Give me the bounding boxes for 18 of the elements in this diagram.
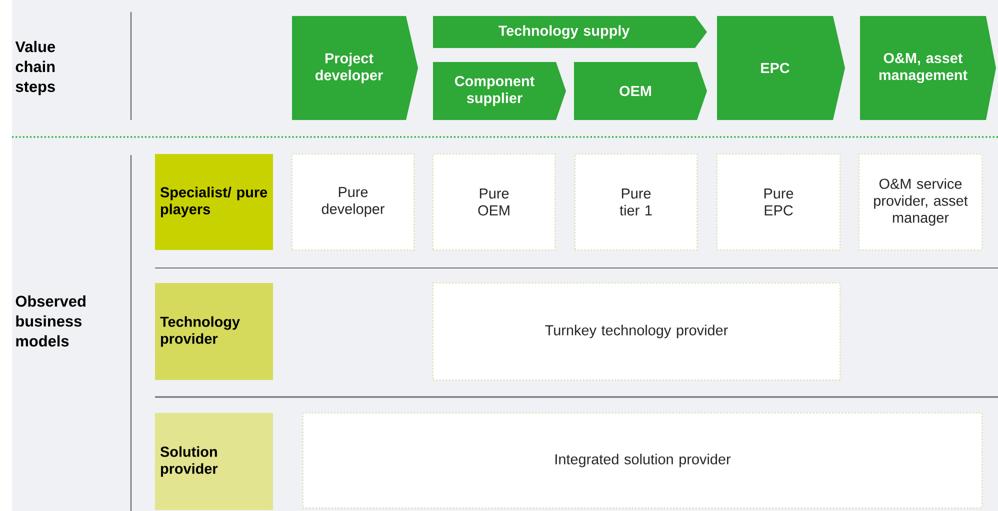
model-box: Pure tier 1	[574, 153, 698, 251]
model-box: Integrated solution provider	[302, 412, 983, 509]
model-box: Pure EPC	[716, 153, 841, 251]
row-heading: Value chain steps	[15, 40, 56, 96]
row-heading: Observed business models	[16, 295, 86, 347]
model-box: O&M service provider, asset manager	[858, 153, 983, 251]
model-box: Pure OEM	[432, 153, 556, 251]
chevron-box: O&M, asset management	[860, 16, 996, 120]
chevron-box: EPC	[717, 16, 845, 120]
category-box: Specialist/ pure players	[155, 154, 273, 250]
model-box: Pure developer	[291, 153, 415, 251]
category-box: Solution provider	[155, 413, 273, 510]
chevron-box: Component supplier	[433, 62, 566, 120]
chevron-box: Project developer	[292, 16, 418, 120]
model-box: Turnkey technology provider	[432, 282, 841, 381]
chevron-box: OEM	[574, 62, 707, 120]
chevron-box: Technology supply	[433, 16, 707, 48]
category-box: Technology provider	[155, 283, 273, 380]
